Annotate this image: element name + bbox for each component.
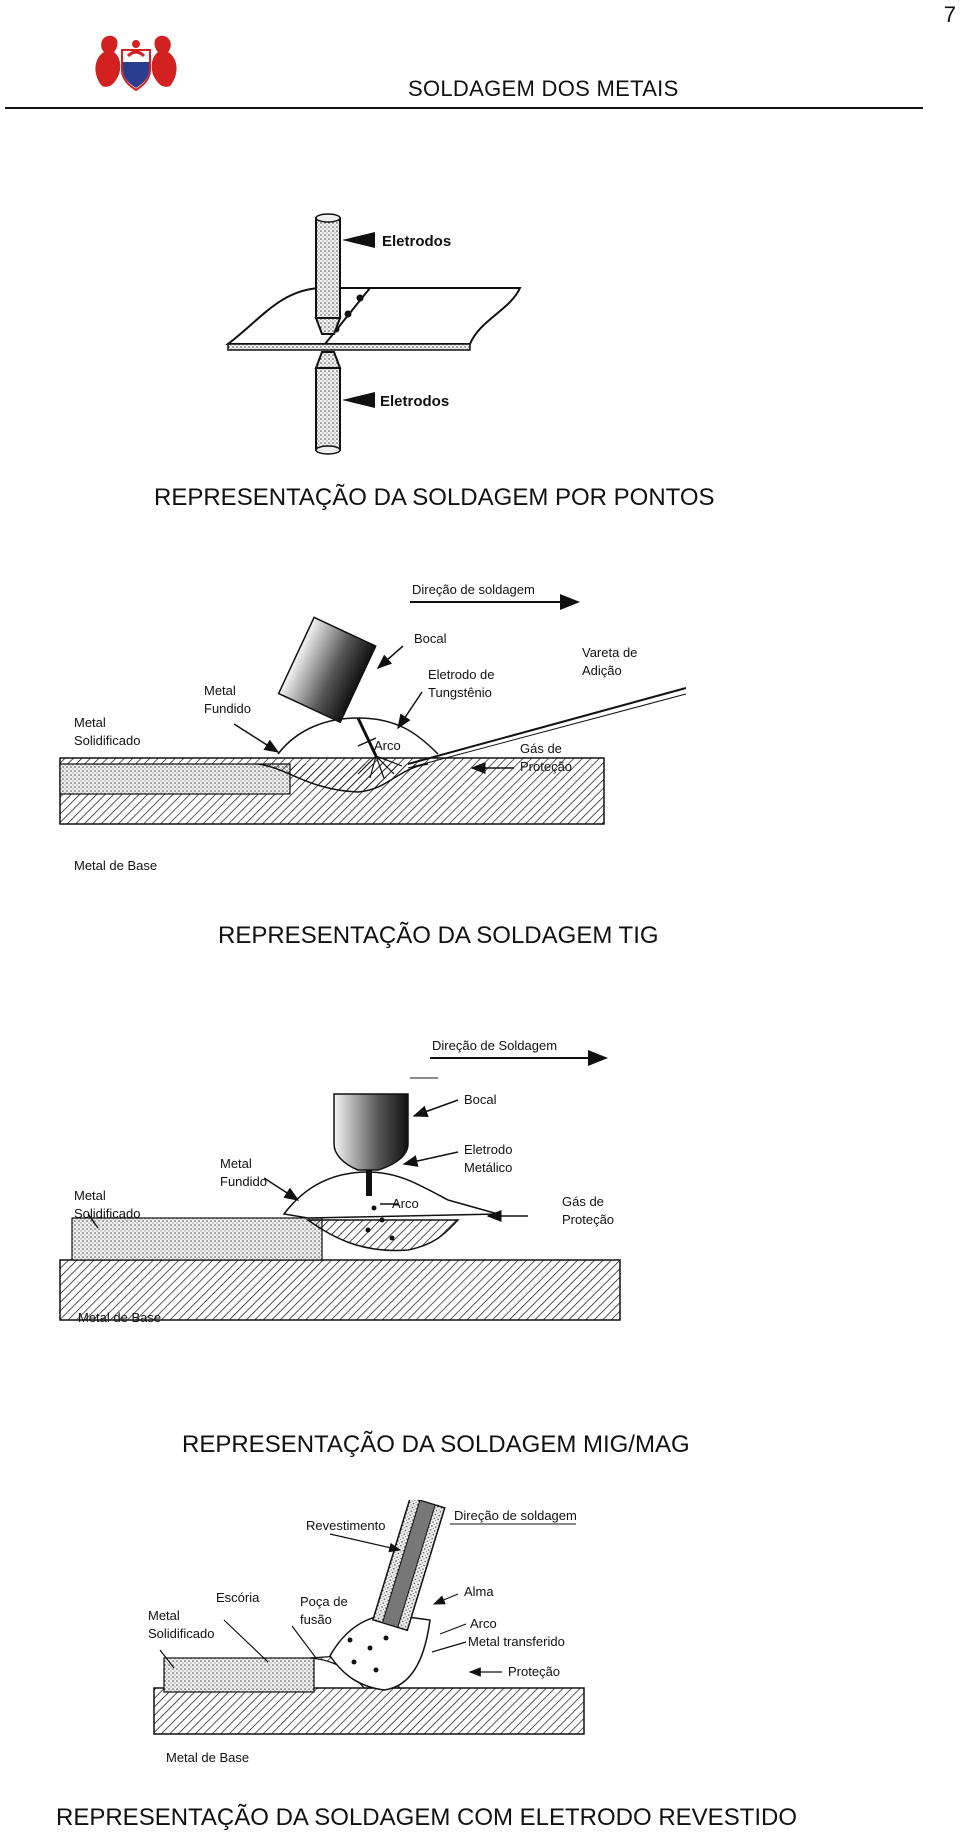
tig-label-metal-solid-2: Solidificado <box>74 733 141 748</box>
er-label-metal-solid-1: Metal <box>148 1608 180 1623</box>
caption-soldagem-mig-mag: REPRESENTAÇÃO DA SOLDAGEM MIG/MAG <box>182 1431 690 1458</box>
er-label-metal-solid-2: Solidificado <box>148 1626 215 1641</box>
page-number: 7 <box>943 2 956 27</box>
tig-label-gas-2: Proteção <box>520 759 572 774</box>
er-label-arco: Arco <box>470 1616 497 1631</box>
er-label-metal-base: Metal de Base <box>166 1750 249 1765</box>
tig-label-bocal: Bocal <box>414 631 447 646</box>
header-title: SOLDAGEM DOS METAIS <box>408 76 679 101</box>
mig-label-bocal: Bocal <box>464 1092 497 1107</box>
er-label-metal-transferido: Metal transferido <box>468 1634 565 1649</box>
mig-label-gas-2: Proteção <box>562 1212 614 1227</box>
spot-welding-figure: Eletrodos Eletrodos <box>225 213 522 455</box>
er-label-escoria: Escória <box>216 1590 260 1605</box>
tig-label-arco: Arco <box>374 738 401 753</box>
caption-eletrodo-revestido: REPRESENTAÇÃO DA SOLDAGEM COM ELETRODO R… <box>56 1804 798 1831</box>
tig-label-metal-fundido-2: Fundido <box>204 701 251 716</box>
mig-label-arco: Arco <box>392 1196 419 1211</box>
mig-label-metal-fundido-1: Metal <box>220 1156 252 1171</box>
mig-label-direcao: Direção de Soldagem <box>432 1038 557 1053</box>
mig-label-metal-solid-1: Metal <box>74 1188 106 1203</box>
er-label-poca-2: fusão <box>300 1612 332 1627</box>
tig-label-vareta-1: Vareta de <box>582 645 637 660</box>
tig-label-metal-fundido-1: Metal <box>204 683 236 698</box>
tig-label-metal-base: Metal de Base <box>74 858 157 873</box>
label-eletrodos-bottom: Eletrodos <box>380 393 449 410</box>
mig-label-eletrodo-1: Eletrodo <box>464 1142 512 1157</box>
er-label-protecao: Proteção <box>508 1664 560 1679</box>
tig-label-eletrodo-1: Eletrodo de <box>428 667 495 682</box>
er-label-revestimento: Revestimento <box>306 1518 385 1533</box>
label-eletrodos-top: Eletrodos <box>382 233 451 250</box>
tig-welding-figure: Direção de soldagem Bocal Vareta de Adiç… <box>59 582 687 873</box>
mig-mag-welding-figure: Direção de Soldagem Bocal Metal Fundido … <box>59 1038 621 1325</box>
tig-label-gas-1: Gás de <box>520 741 562 756</box>
eletrodo-revestido-figure: Revestimento Direção de soldagem Escória… <box>148 1500 585 1765</box>
caption-soldagem-pontos: REPRESENTAÇÃO DA SOLDAGEM POR PONTOS <box>154 484 715 511</box>
logo-seahorses-shield <box>95 35 177 92</box>
tig-label-direcao: Direção de soldagem <box>412 582 535 597</box>
tig-label-vareta-2: Adição <box>582 663 622 678</box>
er-label-poca-1: Poça de <box>300 1594 348 1609</box>
mig-label-metal-solid-2: Solidificado <box>74 1206 141 1221</box>
mig-label-eletrodo-2: Metálico <box>464 1160 512 1175</box>
tig-label-eletrodo-2: Tungstênio <box>428 685 492 700</box>
tig-label-metal-solid-1: Metal <box>74 715 106 730</box>
header-divider <box>5 107 923 109</box>
mig-label-metal-fundido-2: Fundido <box>220 1174 267 1189</box>
caption-soldagem-tig: REPRESENTAÇÃO DA SOLDAGEM TIG <box>218 922 659 949</box>
mig-label-gas-1: Gás de <box>562 1194 604 1209</box>
mig-label-metal-base: Metal de Base <box>78 1310 161 1325</box>
er-label-alma: Alma <box>464 1584 494 1599</box>
er-label-direcao: Direção de soldagem <box>454 1508 577 1523</box>
